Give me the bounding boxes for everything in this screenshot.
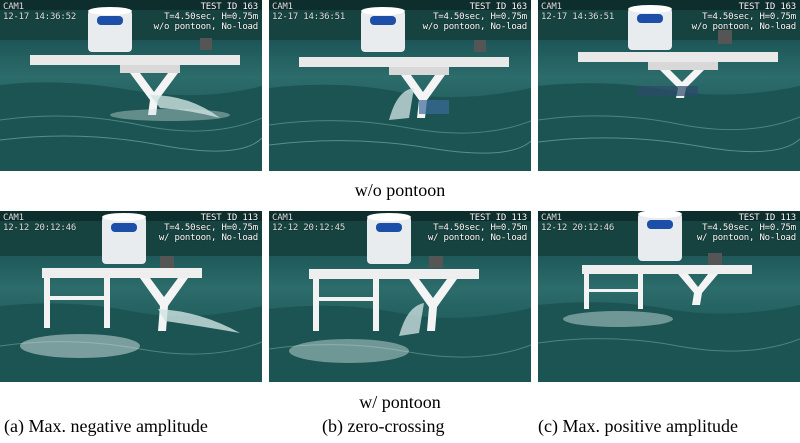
- camera-overlay: CAM1 12-12 20:12:46: [3, 213, 77, 233]
- camera-overlay: CAM1 12-17 14:36:51: [541, 2, 615, 22]
- test-overlay: TEST ID 113 T=4.50sec, H=0.75m w/ pontoo…: [158, 213, 258, 243]
- test-overlay: TEST ID 113 T=4.50sec, H=0.75m w/ pontoo…: [696, 213, 796, 243]
- caption-c-max-positive-amplitude: (c) Max. positive amplitude: [538, 416, 738, 436]
- scene-illustration: [269, 211, 531, 382]
- camera-overlay: CAM1 12-12 20:12:46: [541, 213, 615, 233]
- test-overlay: TEST ID 163 T=4.50sec, H=0.75m w/o ponto…: [691, 2, 797, 32]
- camera-overlay: CAM1 12-12 20:12:45: [272, 213, 346, 233]
- scene-illustration: [269, 0, 531, 171]
- caption-a-max-negative-amplitude: (a) Max. negative amplitude: [4, 416, 208, 436]
- photo-c-with-pontoon: CAM1 12-12 20:12:46 TEST ID 113 T=4.50se…: [538, 211, 800, 382]
- photo-c-without-pontoon: CAM1 12-17 14:36:51 TEST ID 163 T=4.50se…: [538, 0, 800, 171]
- camera-overlay: CAM1 12-17 14:36:51: [272, 2, 346, 22]
- scene-illustration: [538, 211, 800, 382]
- scene-illustration: [0, 0, 262, 171]
- scene-illustration: [538, 0, 800, 171]
- caption-with-pontoon: w/ pontoon: [359, 392, 441, 412]
- test-overlay: TEST ID 163 T=4.50sec, H=0.75m w/o ponto…: [153, 2, 259, 32]
- scene-illustration: [0, 211, 262, 382]
- caption-without-pontoon: w/o pontoon: [354, 180, 446, 200]
- photo-a-with-pontoon: CAM1 12-12 20:12:46 TEST ID 113 T=4.50se…: [0, 211, 262, 382]
- test-overlay: TEST ID 113 T=4.50sec, H=0.75m w/ pontoo…: [427, 213, 527, 243]
- photo-a-without-pontoon: CAM1 12-17 14:36:52 TEST ID 163 T=4.50se…: [0, 0, 262, 171]
- caption-b-zero-crossing: (b) zero-crossing: [322, 416, 445, 436]
- test-overlay: TEST ID 163 T=4.50sec, H=0.75m w/o ponto…: [422, 2, 528, 32]
- photo-b-with-pontoon: CAM1 12-12 20:12:45 TEST ID 113 T=4.50se…: [269, 211, 531, 382]
- camera-overlay: CAM1 12-17 14:36:52: [3, 2, 77, 22]
- photo-b-without-pontoon: CAM1 12-17 14:36:51 TEST ID 163 T=4.50se…: [269, 0, 531, 171]
